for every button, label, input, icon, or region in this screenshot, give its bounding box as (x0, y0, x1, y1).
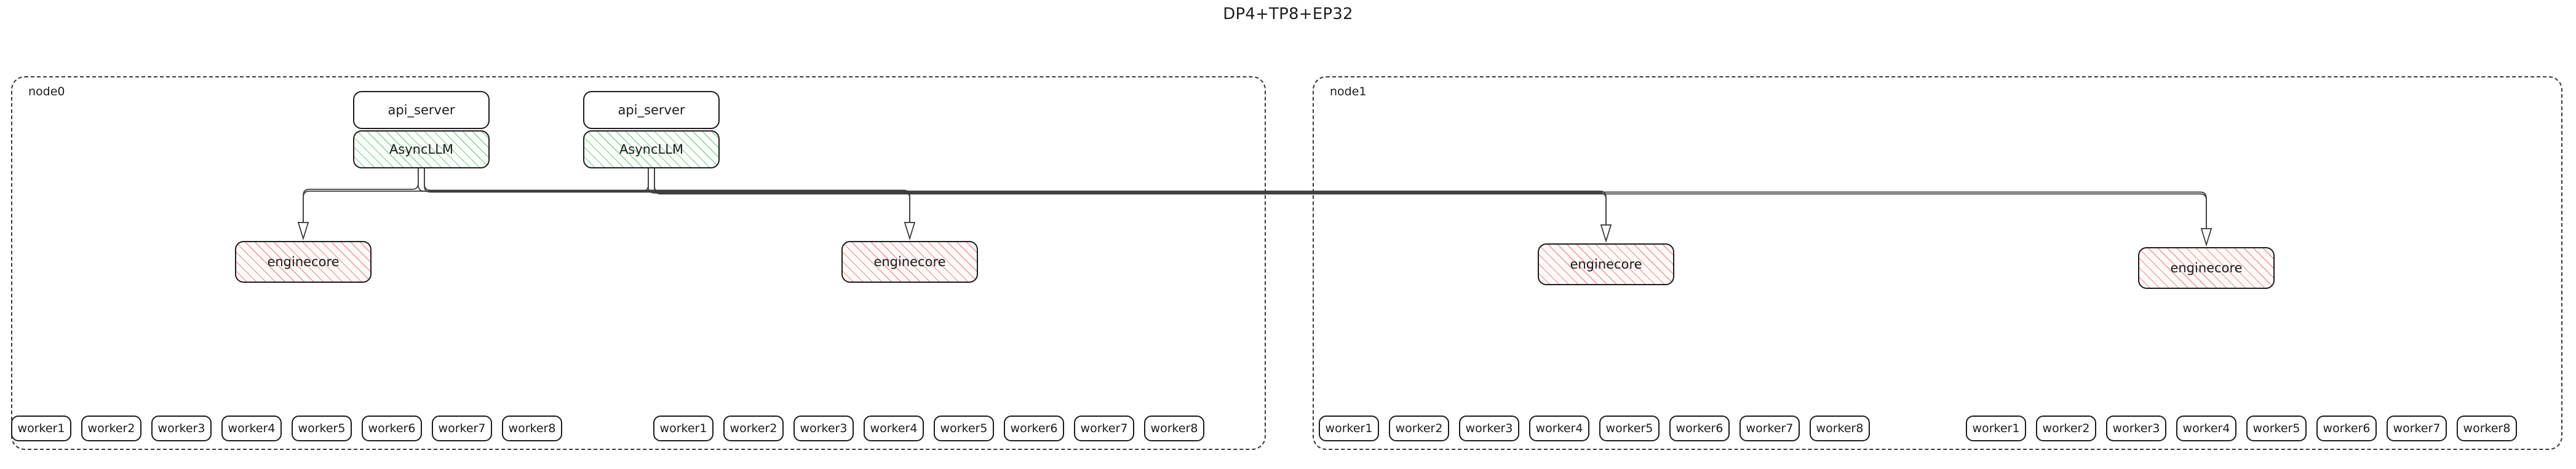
worker-box[interactable]: worker2 (723, 416, 784, 441)
worker-box[interactable]: worker3 (2106, 416, 2166, 441)
enginecore-box-label: enginecore (2170, 261, 2243, 275)
worker-box-label: worker2 (1395, 422, 1443, 435)
worker-box-label: worker5 (1605, 422, 1653, 435)
worker-box-label: worker7 (438, 422, 486, 435)
worker-box-label: worker4 (870, 422, 918, 435)
enginecore-box[interactable]: enginecore (2138, 247, 2275, 289)
worker-box[interactable]: worker1 (653, 416, 714, 441)
worker-box[interactable]: worker8 (502, 416, 562, 441)
worker-box[interactable]: worker3 (793, 416, 854, 441)
worker-box-label: worker5 (2252, 422, 2300, 435)
enginecore-box[interactable]: enginecore (1538, 243, 1674, 285)
worker-box-label: worker8 (508, 422, 556, 435)
api-server-box[interactable]: api_server (583, 91, 720, 129)
worker-box[interactable]: worker8 (1144, 416, 1204, 441)
asyncllm-box-label: AsyncLLM (389, 142, 454, 157)
worker-box-label: worker3 (157, 422, 205, 435)
worker-box[interactable]: worker2 (81, 416, 141, 441)
worker-box-label: worker6 (1010, 422, 1058, 435)
page-title: DP4+TP8+EP32 (1223, 5, 1353, 23)
enginecore-box[interactable]: enginecore (841, 241, 978, 283)
api-server-box-label: api_server (388, 103, 455, 117)
asyncllm-box[interactable]: AsyncLLM (353, 130, 490, 168)
worker-box[interactable]: worker1 (11, 416, 71, 441)
worker-box-label: worker4 (2182, 422, 2230, 435)
worker-box[interactable]: worker1 (1319, 416, 1379, 441)
worker-box-label: worker1 (1972, 422, 2020, 435)
api-server-box[interactable]: api_server (353, 91, 490, 129)
enginecore-box-label: enginecore (873, 254, 946, 269)
worker-box[interactable]: worker4 (2176, 416, 2236, 441)
worker-box[interactable]: worker4 (1529, 416, 1589, 441)
worker-box-label: worker5 (940, 422, 988, 435)
worker-box-label: worker5 (298, 422, 346, 435)
worker-box[interactable]: worker4 (221, 416, 282, 441)
worker-box[interactable]: worker1 (1966, 416, 2026, 441)
asyncllm-box[interactable]: AsyncLLM (583, 130, 720, 168)
worker-box-label: worker7 (1080, 422, 1128, 435)
worker-box[interactable]: worker4 (864, 416, 924, 441)
worker-box-label: worker2 (729, 422, 777, 435)
worker-box[interactable]: worker6 (1004, 416, 1064, 441)
node-cluster-node0: node0 (11, 76, 1266, 450)
api-server-box-label: api_server (618, 103, 685, 117)
worker-box-label: worker6 (1676, 422, 1723, 435)
node-cluster-label-node0: node0 (28, 85, 65, 98)
worker-box[interactable]: worker5 (2246, 416, 2307, 441)
worker-box-label: worker1 (17, 422, 65, 435)
worker-box[interactable]: worker6 (2316, 416, 2377, 441)
worker-box[interactable]: worker6 (362, 416, 422, 441)
worker-box[interactable]: worker5 (934, 416, 994, 441)
enginecore-box[interactable]: enginecore (235, 241, 372, 283)
worker-box[interactable]: worker7 (2387, 416, 2447, 441)
worker-box-label: worker3 (2112, 422, 2160, 435)
enginecore-box-label: enginecore (267, 254, 340, 269)
worker-box[interactable]: worker7 (432, 416, 492, 441)
enginecore-box-label: enginecore (1570, 257, 1642, 272)
worker-box-label: worker6 (368, 422, 416, 435)
worker-box[interactable]: worker3 (151, 416, 212, 441)
worker-box[interactable]: worker7 (1074, 416, 1134, 441)
worker-box[interactable]: worker3 (1459, 416, 1519, 441)
node-cluster-node1: node1 (1313, 76, 2562, 450)
worker-box-label: worker4 (1535, 422, 1583, 435)
worker-box-label: worker7 (1746, 422, 1794, 435)
worker-box-label: worker7 (2393, 422, 2441, 435)
worker-box[interactable]: worker5 (292, 416, 352, 441)
worker-box-label: worker3 (800, 422, 848, 435)
worker-box[interactable]: worker8 (1810, 416, 1870, 441)
worker-box[interactable]: worker2 (1389, 416, 1449, 441)
worker-box[interactable]: worker8 (2457, 416, 2517, 441)
worker-box-label: worker2 (2042, 422, 2090, 435)
worker-box[interactable]: worker6 (1669, 416, 1730, 441)
worker-box-label: worker3 (1465, 422, 1513, 435)
worker-box-label: worker1 (659, 422, 707, 435)
worker-box-label: worker8 (2463, 422, 2511, 435)
worker-box-label: worker4 (228, 422, 276, 435)
node-cluster-label-node1: node1 (1330, 85, 1367, 98)
worker-box[interactable]: worker7 (1739, 416, 1800, 441)
worker-box-label: worker8 (1150, 422, 1198, 435)
asyncllm-box-label: AsyncLLM (619, 142, 684, 157)
worker-box-label: worker8 (1816, 422, 1864, 435)
worker-box-label: worker1 (1325, 422, 1373, 435)
worker-box[interactable]: worker2 (2036, 416, 2096, 441)
worker-box[interactable]: worker5 (1599, 416, 1660, 441)
worker-box-label: worker2 (87, 422, 135, 435)
worker-box-label: worker6 (2323, 422, 2371, 435)
